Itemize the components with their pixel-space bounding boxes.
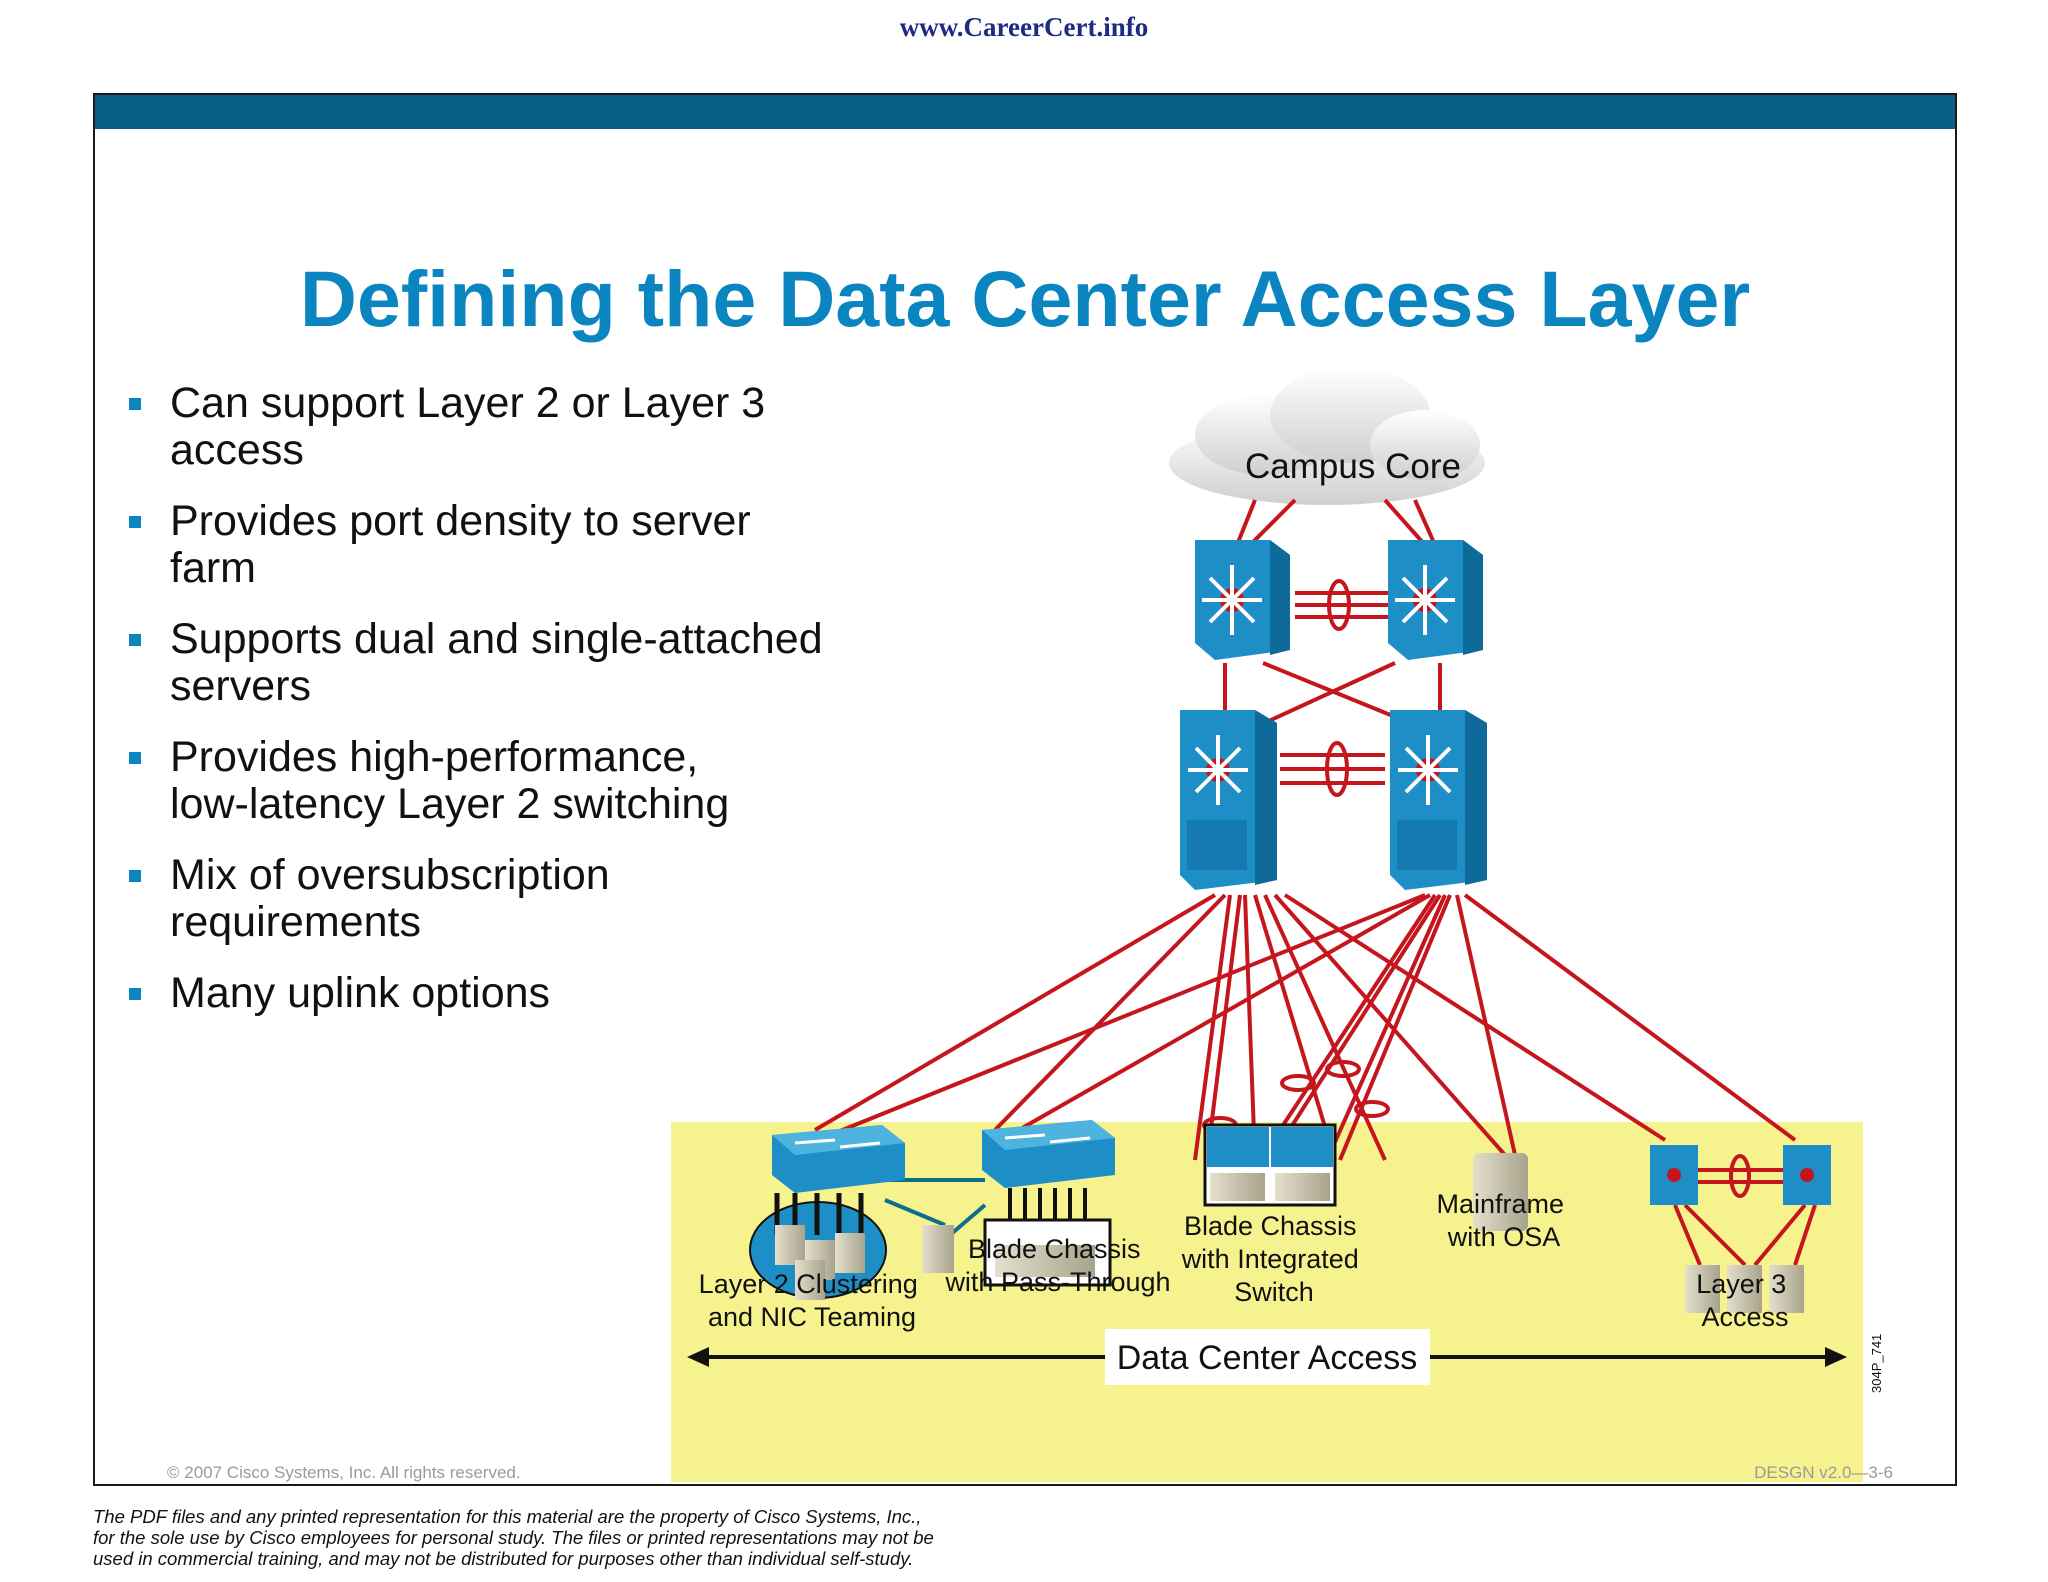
slide-top-bar [95,95,1955,129]
bullet-square-icon [129,634,141,646]
bullet-item: Provides high-performance,low-latency La… [125,734,925,828]
blade-chassis-integrated-switch-icon [1203,1123,1337,1207]
single-server-icon [922,1225,954,1273]
copyright-footer: © 2007 Cisco Systems, Inc. All rights re… [167,1463,521,1482]
core-switch-left-icon [1195,540,1290,660]
bullet-square-icon [129,516,141,528]
group-label-clustering: Layer 2 Clustering and NIC Teaming [699,1269,926,1332]
server-cluster-icon [749,1193,887,1300]
course-code-footer: DESGN v2.0—3-6 [1754,1463,1893,1482]
disclaimer: The PDF files and any printed representa… [93,1506,934,1569]
network-diagram: Campus Core [671,367,1884,1482]
bullet-square-icon [129,752,141,764]
bullet-square-icon [129,988,141,1000]
group-label-layer3-access: Layer 3 Access [1696,1269,1794,1332]
bullet-square-icon [129,870,141,882]
aggregation-switch-right-icon [1390,710,1487,890]
bullet-square-icon [129,398,141,410]
layer3-servers-icon [1685,1265,1804,1313]
figure-id: 304P_741 [1869,1334,1884,1393]
group-label-pass-through: Blade Chassis with Pass-Through [944,1234,1170,1297]
layer3-switch-left-icon [1650,1145,1698,1205]
slide: Defining the Data Center Access Layer Ca… [93,93,1957,1486]
group-label-integrated-switch: Blade Chassis with Integrated Switch [1181,1211,1367,1307]
mainframe-icon [1473,1153,1528,1231]
layer2-switch-1-icon [772,1125,905,1193]
access-band-label: Data Center Access [1117,1339,1417,1377]
blade-chassis-pass-through-icon [983,1188,1112,1287]
access-span-arrow: Data Center Access [687,1329,1847,1385]
slide-title: Defining the Data Center Access Layer [299,254,1751,343]
aggregation-switch-left-icon [1180,710,1277,890]
layer3-switch-right-icon [1783,1145,1831,1205]
group-label-mainframe: Mainframe with OSA [1436,1189,1571,1252]
cloud-label: Campus Core [1245,447,1461,486]
layer2-switch-2-icon [982,1120,1115,1188]
bullet-item: Many uplink options [125,970,925,1017]
header-url[interactable]: www.CareerCert.info [899,12,1149,42]
core-switch-right-icon [1388,540,1483,660]
network-links [813,498,1817,1267]
campus-core-cloud: Campus Core [1169,367,1485,505]
